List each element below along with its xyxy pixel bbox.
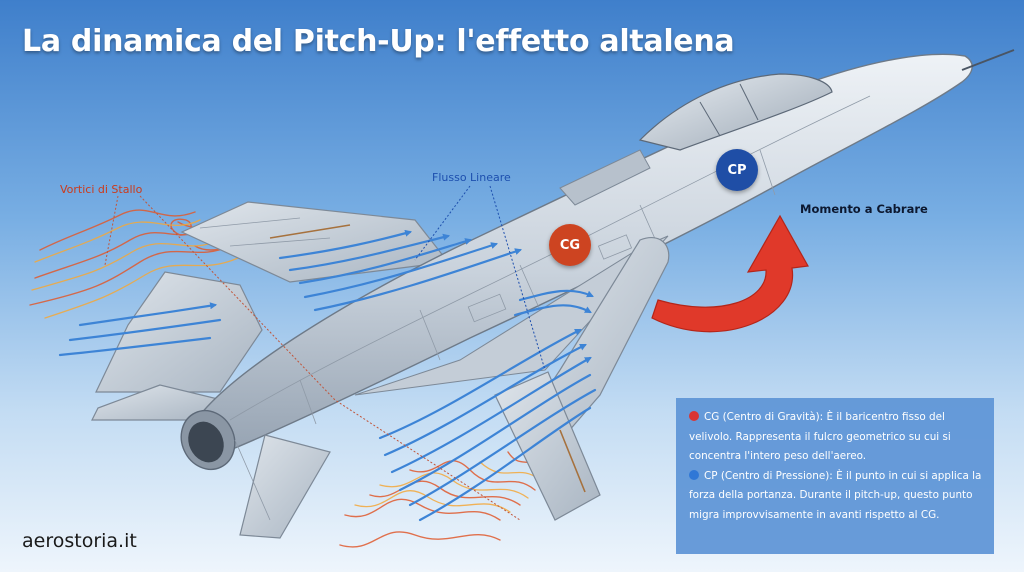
stall-vortices [29, 209, 546, 548]
linear-flow-arrows [58, 229, 597, 522]
website-watermark: aerostoria.it [22, 530, 137, 552]
leader-lines [104, 195, 521, 521]
cp-description: CP (Centro di Pressione): È il punto in … [689, 467, 984, 526]
pitch-moment-label: Momento a Cabrare [800, 202, 928, 216]
cg-description: CG (Centro di Gravità): È il baricentro … [689, 408, 984, 467]
stall-vortices-label: Vortici di Stallo [60, 183, 143, 196]
pitch-moment-arrow [651, 214, 809, 333]
cg-description-text: CG (Centro di Gravità): È il baricentro … [689, 411, 951, 462]
cp-marker: CP [716, 149, 758, 191]
page-title: La dinamica del Pitch-Up: l'effetto alta… [22, 24, 735, 59]
blue-circle-icon [689, 469, 699, 480]
flow-leader-lines [414, 185, 546, 371]
cg-marker: CG [549, 224, 591, 266]
linear-flow-label: Flusso Lineare [432, 171, 511, 184]
cp-description-text: CP (Centro di Pressione): È il punto in … [689, 469, 982, 521]
legend-info-box: CG (Centro di Gravità): È il baricentro … [676, 398, 994, 554]
red-circle-icon [689, 411, 699, 421]
